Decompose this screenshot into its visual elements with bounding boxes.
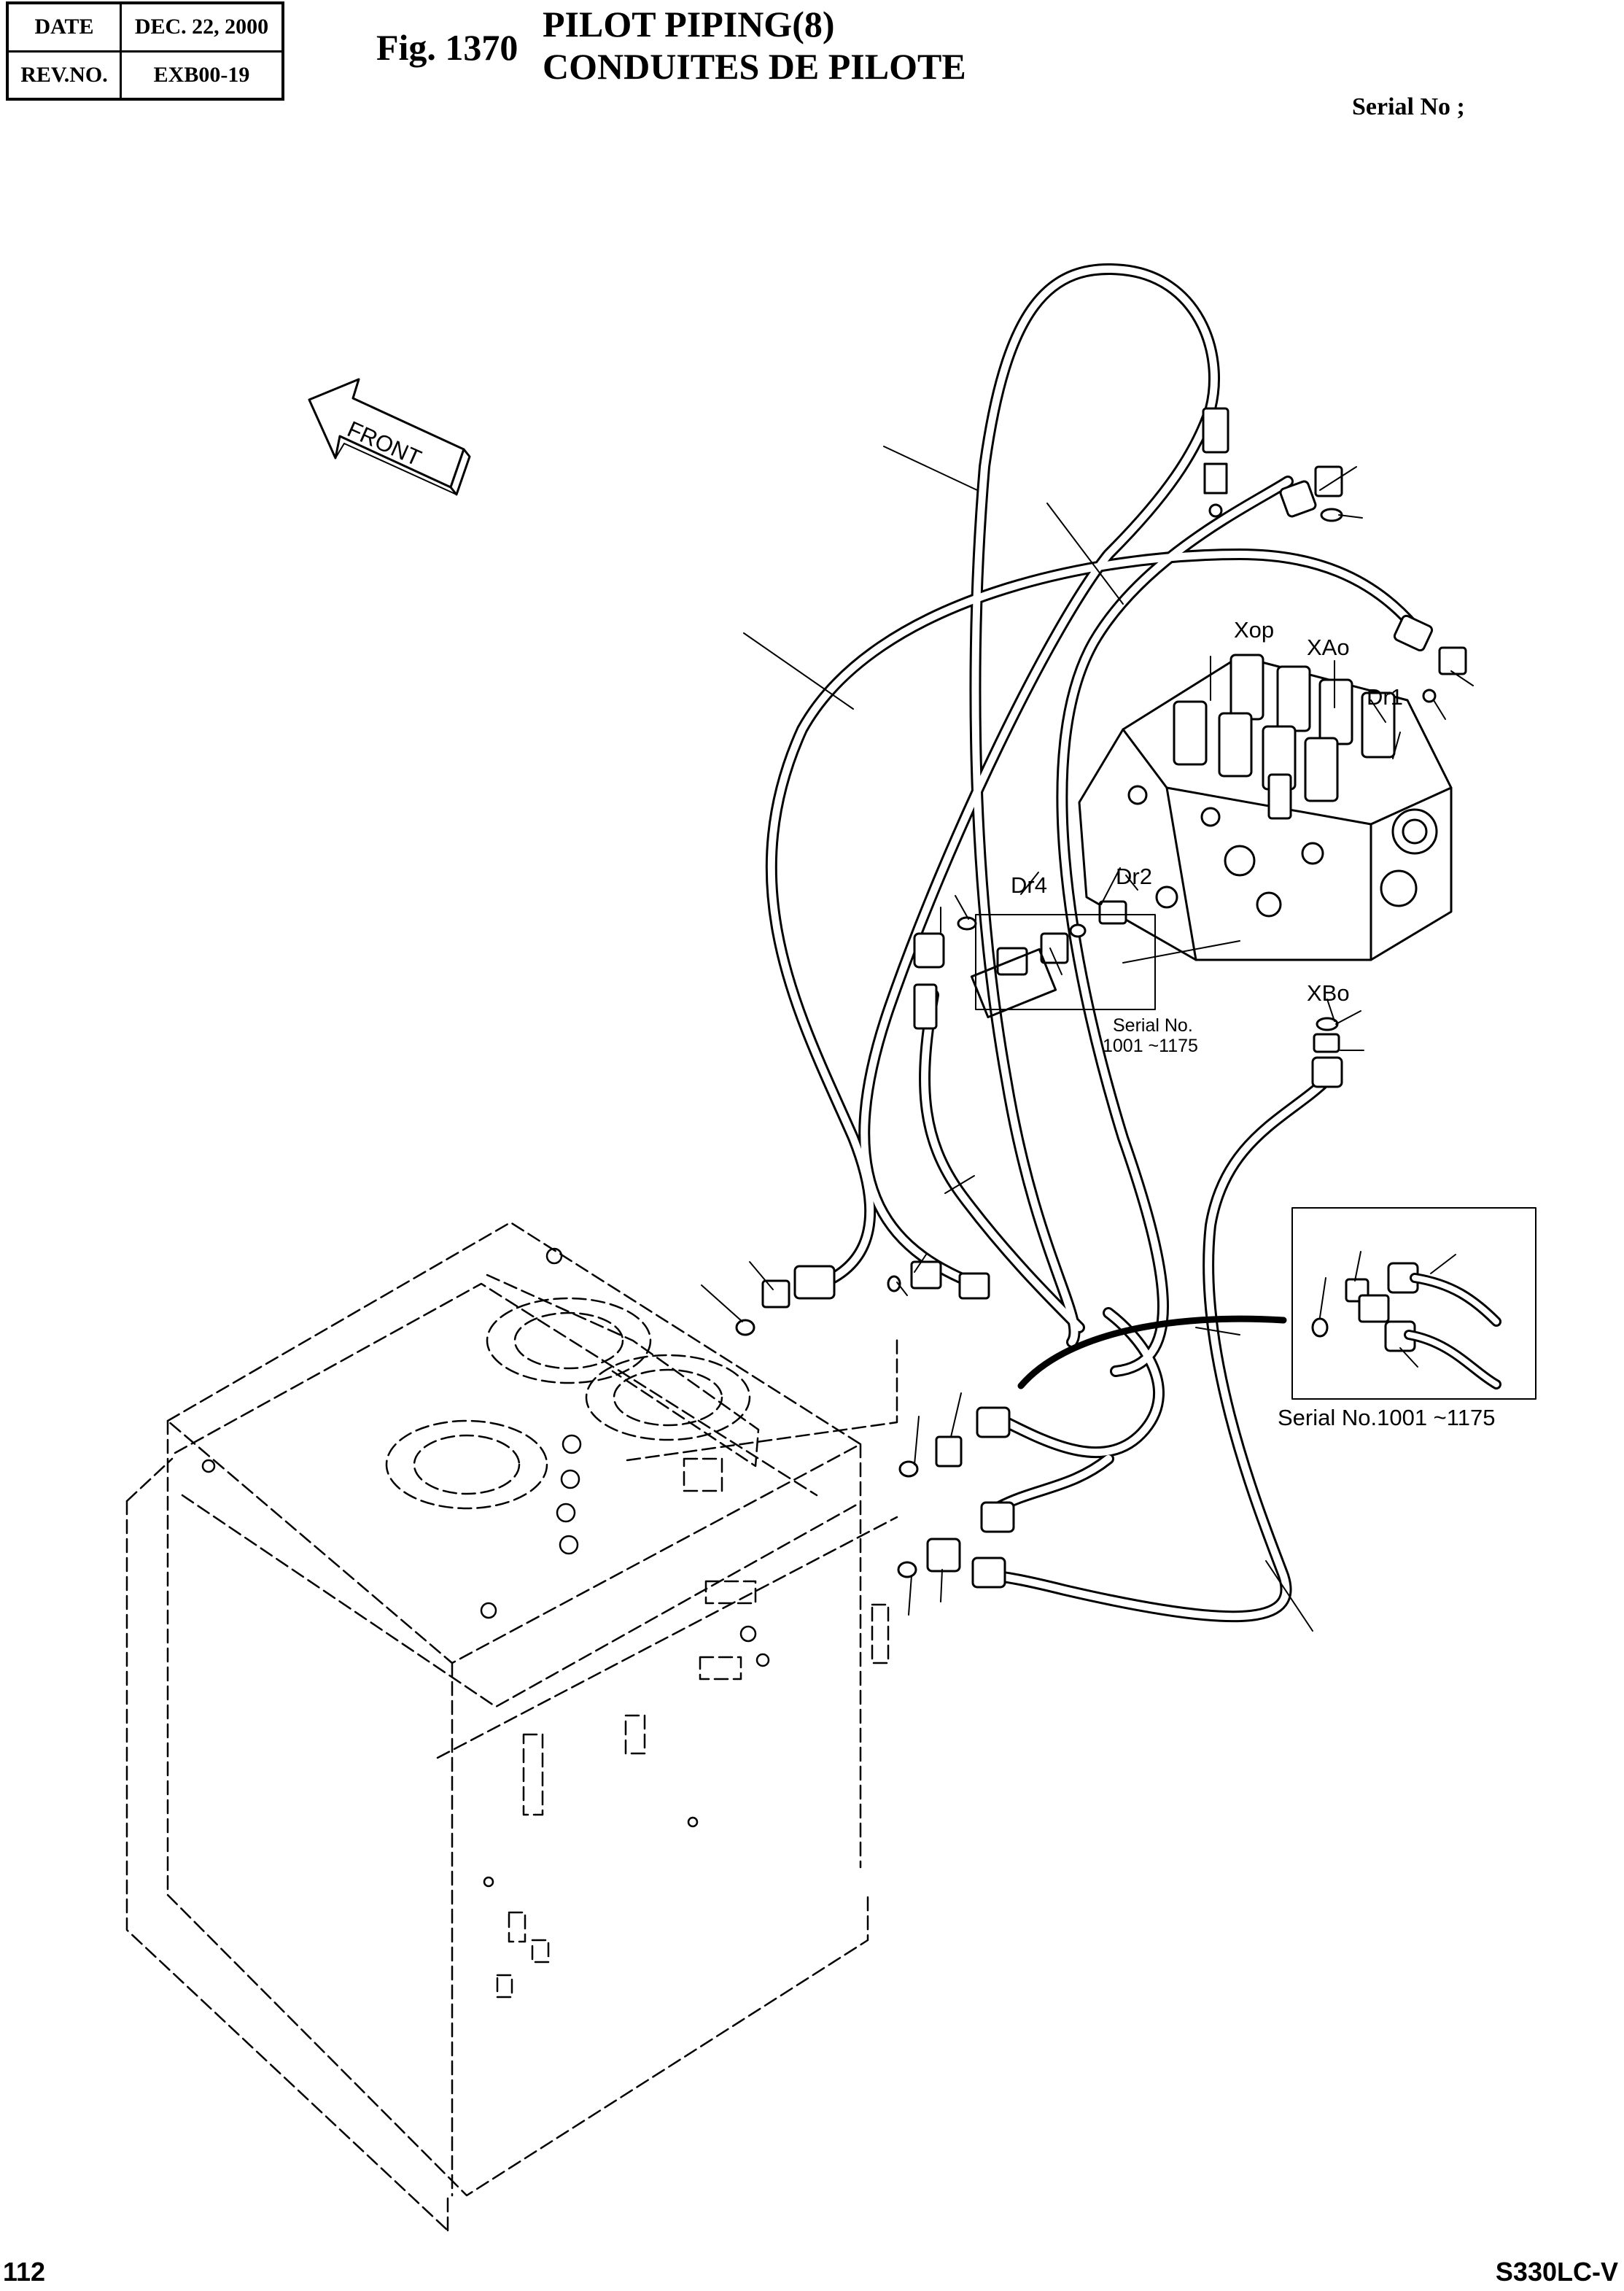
- rev-value: EXB00-19: [120, 50, 284, 101]
- port-label-xbo: XBo: [1307, 980, 1350, 1006]
- port-label-xao: XAo: [1307, 635, 1350, 660]
- leader-lines: [701, 446, 1474, 1632]
- hoses: [765, 263, 1421, 1623]
- serial-number-label: Serial No ;: [1352, 93, 1465, 120]
- header-info-table: DATE DEC. 22, 2000 REV.NO. EXB00-19: [6, 1, 284, 101]
- model-name: S330LC-V: [1495, 2257, 1618, 2287]
- port-label-dr1: Dr1: [1367, 684, 1403, 710]
- port-label-dr2: Dr2: [1116, 864, 1152, 889]
- inset-frame-small: [975, 914, 1156, 1010]
- fittings: [735, 407, 1467, 1589]
- tank-fasteners: [201, 1247, 770, 1888]
- port-label-dr4: Dr4: [1011, 872, 1047, 898]
- date-label: DATE: [6, 1, 122, 53]
- page-number: 112: [3, 2257, 46, 2287]
- hydraulic-tank: [125, 1221, 898, 2232]
- port-label-xop: Xop: [1234, 617, 1274, 643]
- rev-label: REV.NO.: [6, 50, 122, 101]
- title-english: PILOT PIPING(8): [543, 4, 835, 44]
- figure-number: Fig. 1370: [376, 27, 518, 68]
- front-arrow: FRONT: [308, 378, 471, 496]
- date-value: DEC. 22, 2000: [120, 1, 284, 53]
- title-french: CONDUITES DE PILOTE: [543, 46, 966, 87]
- page-title: PILOT PIPING(8) CONDUITES DE PILOTE: [543, 3, 966, 88]
- inset-frame-right: [1291, 1207, 1536, 1400]
- inset-small-serial-line2: 1001 ~1175: [1103, 1036, 1198, 1056]
- inset-right-serial-caption: Serial No.1001 ~1175: [1278, 1405, 1495, 1430]
- control-valve: [1078, 654, 1453, 961]
- inset-small-serial-line1: Serial No.: [1113, 1015, 1193, 1036]
